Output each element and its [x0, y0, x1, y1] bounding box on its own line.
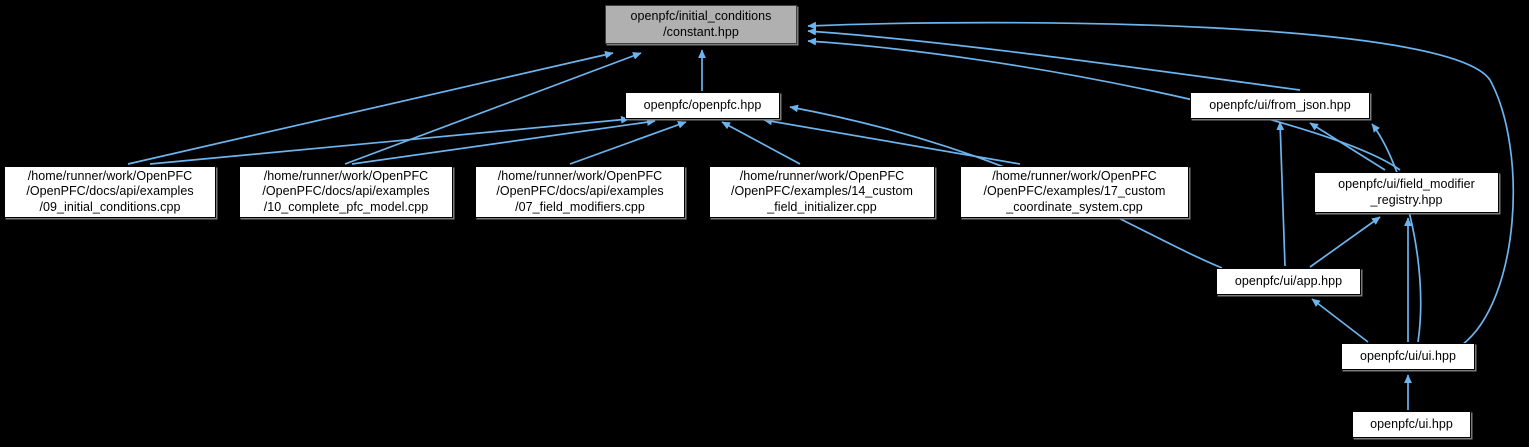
edge-ex14-to-openpfc: [721, 121, 801, 165]
edge-fmregistry-to-fromjson: [1309, 122, 1386, 171]
node-label: openpfc/ui/ui.hpp: [1359, 348, 1457, 363]
node-ui-ui-hpp[interactable]: openpfc/ui/ui.hpp: [1341, 343, 1475, 370]
node-constant-hpp[interactable]: openpfc/initial_conditions /constant.hpp: [605, 5, 797, 44]
edge-uiui-to-fromjson: [1371, 123, 1422, 343]
edge-app-to-fmregistry: [1309, 216, 1381, 268]
edge-uiui-to-constant: [807, 21, 1515, 346]
node-openpfc-hpp[interactable]: openpfc/openpfc.hpp: [625, 92, 780, 119]
node-ui-hpp[interactable]: openpfc/ui.hpp: [1352, 411, 1471, 438]
node-label: openpfc/ui/from_json.hpp: [1209, 97, 1351, 112]
edge-ex09-to-constant: [127, 50, 614, 165]
node-label: /home/runner/work/OpenPFC /OpenPFC/docs/…: [262, 168, 430, 214]
node-example-17-custom-coordinate-system-cpp[interactable]: /home/runner/work/OpenPFC /OpenPFC/examp…: [960, 166, 1189, 218]
node-label: /home/runner/work/OpenPFC /OpenPFC/examp…: [983, 168, 1166, 214]
node-label: /home/runner/work/OpenPFC /OpenPFC/docs/…: [26, 168, 194, 214]
edge-ex17-to-openpfc: [763, 117, 1021, 165]
node-label: openpfc/ui.hpp: [1370, 416, 1453, 431]
edge-app-to-fromjson: [1276, 121, 1286, 267]
node-label: /home/runner/work/OpenPFC /OpenPFC/examp…: [731, 168, 913, 214]
node-label: openpfc/ui/field_modifier _registry.hpp: [1338, 177, 1475, 207]
node-label: openpfc/ui/app.hpp: [1234, 273, 1343, 288]
node-example-10-complete-pfc-model-cpp[interactable]: /home/runner/work/OpenPFC /OpenPFC/docs/…: [239, 166, 453, 218]
edge-uiui-to-app: [1311, 298, 1369, 343]
node-label: openpfc/initial_conditions /constant.hpp: [630, 9, 772, 39]
edge-ex10-to-constant: [344, 52, 642, 165]
edge-ex09-to-openpfc: [149, 115, 630, 165]
node-app-hpp[interactable]: openpfc/ui/app.hpp: [1216, 268, 1361, 295]
node-example-14-custom-field-initializer-cpp[interactable]: /home/runner/work/OpenPFC /OpenPFC/examp…: [709, 166, 935, 218]
edge-ex10-to-openpfc: [351, 118, 656, 165]
edge-fromjson-to-constant: [807, 27, 1301, 91]
node-example-07-field-modifiers-cpp[interactable]: /home/runner/work/OpenPFC /OpenPFC/docs/…: [475, 166, 685, 218]
node-label: /home/runner/work/OpenPFC /OpenPFC/docs/…: [496, 168, 664, 214]
node-from-json-hpp[interactable]: openpfc/ui/from_json.hpp: [1190, 92, 1370, 119]
edge-ex07-to-openpfc: [569, 121, 687, 165]
node-field-modifier-registry-hpp[interactable]: openpfc/ui/field_modifier _registry.hpp: [1314, 172, 1499, 213]
node-example-09-initial-conditions-cpp[interactable]: /home/runner/work/OpenPFC /OpenPFC/docs/…: [4, 166, 216, 218]
edge-fmregistry-to-constant: [807, 37, 1401, 171]
node-label: openpfc/openpfc.hpp: [643, 97, 762, 112]
